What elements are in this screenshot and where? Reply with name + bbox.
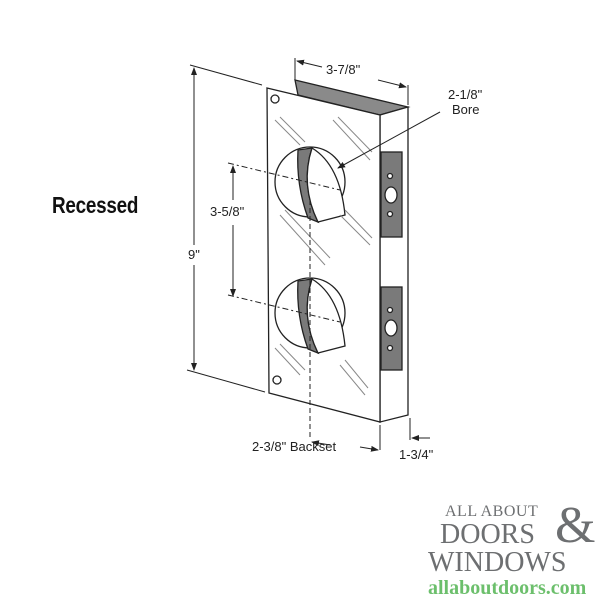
logo-line1: ALL ABOUT bbox=[445, 503, 539, 520]
thickness-label: 1-3/4" bbox=[399, 447, 434, 462]
screw-hole-bottom bbox=[272, 375, 282, 385]
logo-url: allaboutdoors.com bbox=[428, 577, 587, 599]
logo-line2: DOORS bbox=[440, 519, 535, 550]
bore-size-label: 2-1/8" bbox=[448, 87, 483, 102]
front-face bbox=[266, 87, 381, 423]
height-label: 9" bbox=[188, 247, 200, 262]
backset-label: 2-3/8" Backset bbox=[252, 439, 337, 454]
logo-ampersand: & bbox=[555, 497, 596, 554]
upper-bore-hole bbox=[274, 146, 346, 224]
width-label: 3-7/8" bbox=[326, 62, 361, 77]
dimension-lines bbox=[186, 58, 441, 452]
bore-label: Bore bbox=[452, 102, 480, 117]
hole-spacing-label: 3-5/8" bbox=[210, 204, 245, 219]
title-recessed: Recessed bbox=[52, 192, 139, 218]
logo-line3: WINDOWS bbox=[428, 547, 567, 578]
screw-hole-top bbox=[270, 94, 280, 104]
brand-logo: ALL ABOUT DOORS & WINDOWS allaboutdoors.… bbox=[420, 497, 600, 600]
